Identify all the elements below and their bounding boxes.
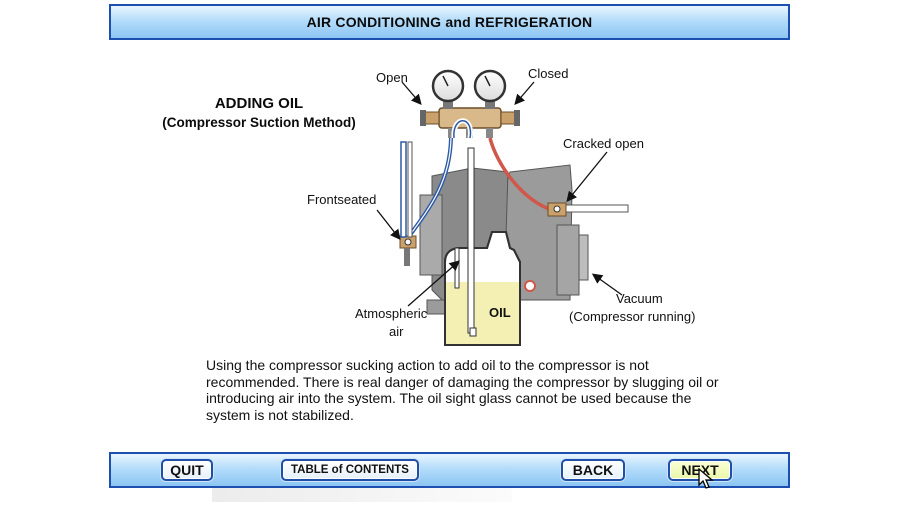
- label-air: air: [389, 324, 404, 339]
- mouse-pointer-icon: [698, 468, 714, 489]
- diagram-subtitle: (Compressor Suction Method): [162, 115, 356, 130]
- high-side-hose: [488, 137, 553, 212]
- explanation-text: Using the compressor sucking action to a…: [206, 357, 719, 423]
- navigation-bar: QUIT TABLE of CONTENTS BACK NEXT: [109, 452, 790, 488]
- lesson-frame: AIR CONDITIONING and REFRIGERATION ADDIN…: [102, 0, 796, 506]
- watermark-strip: [212, 488, 512, 502]
- label-frontseated: Frontseated: [307, 192, 376, 207]
- diagram-heading: ADDING OIL (Compressor Suction Method): [102, 95, 416, 130]
- diagram-title: ADDING OIL: [214, 95, 304, 112]
- label-oil: OIL: [489, 305, 511, 320]
- cracked-open-valve: [547, 202, 567, 217]
- label-closed: Closed: [528, 66, 568, 81]
- back-button[interactable]: BACK: [561, 459, 625, 481]
- page-title: AIR CONDITIONING and REFRIGERATION: [306, 14, 593, 30]
- title-bar: AIR CONDITIONING and REFRIGERATION: [109, 4, 790, 40]
- label-compressor-running: (Compressor running): [569, 309, 695, 324]
- oil-container: [444, 231, 521, 346]
- label-atmospheric: Atmospheric: [355, 306, 428, 321]
- frontseated-valve: [399, 235, 417, 266]
- table-of-contents-button[interactable]: TABLE of CONTENTS: [281, 459, 419, 481]
- quit-button[interactable]: QUIT: [161, 459, 213, 481]
- label-open: Open: [376, 70, 408, 85]
- sight-glass: [524, 280, 536, 292]
- label-vacuum: Vacuum: [616, 291, 663, 306]
- adding-oil-diagram: Open Closed Cracked open Frontseated Atm…: [307, 66, 695, 346]
- label-cracked-open: Cracked open: [563, 136, 644, 151]
